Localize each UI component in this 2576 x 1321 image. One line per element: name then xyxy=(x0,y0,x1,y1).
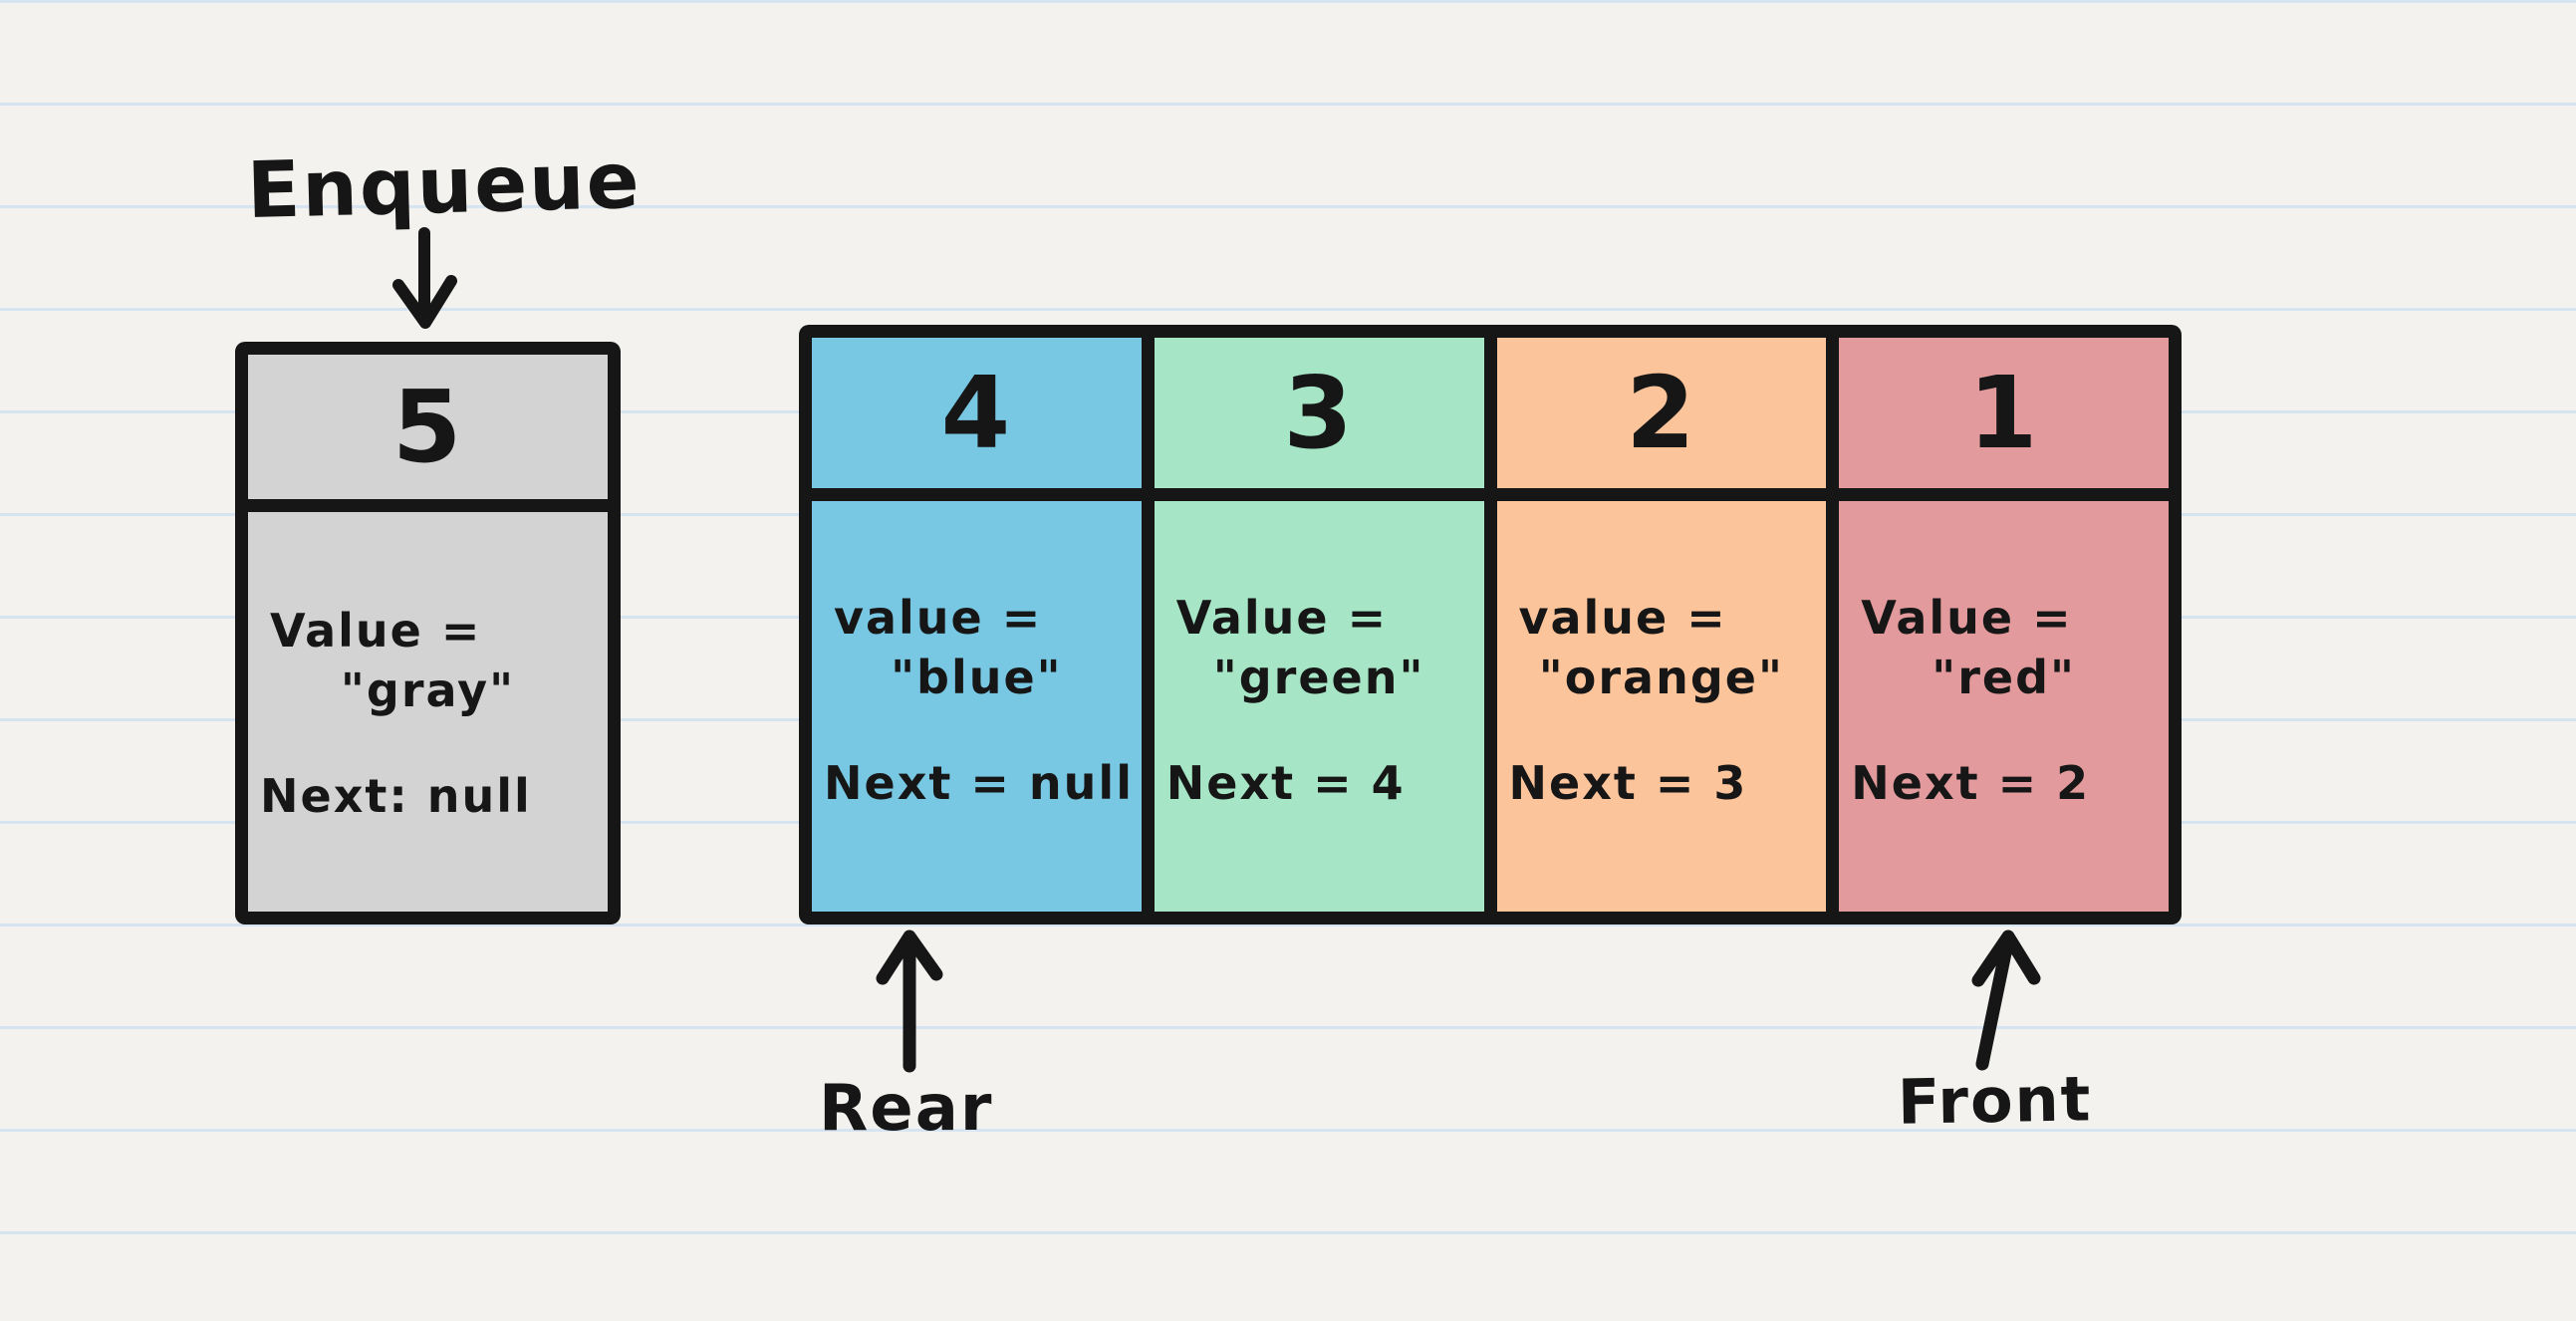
front-label: Front xyxy=(1897,1062,2093,1139)
queue-cell-1-value-quoted: "red" xyxy=(1932,650,2076,704)
enqueue-node-next-line: Next: null xyxy=(260,768,532,823)
rear-label: Rear xyxy=(819,1072,994,1146)
enqueue-node-value-quoted: "gray" xyxy=(340,662,516,717)
enqueue-node-body: Value = "gray" Next: null xyxy=(248,512,608,912)
queue-cell-2-value-line: value = xyxy=(1518,591,1727,645)
queue-cell-2: 2 value = "orange" Next = 3 xyxy=(1483,338,1827,912)
enqueue-node-value-line: Value = xyxy=(270,604,482,658)
queue-cell-4-body: value = "blue" Next = null xyxy=(812,501,1142,912)
queue-cell-2-next-line: Next = 3 xyxy=(1508,755,1748,810)
queue-cell-3-value-line: Value = xyxy=(1175,591,1389,645)
rear-up-arrow-icon xyxy=(876,929,943,1073)
queue-cell-4-next-line: Next = null xyxy=(824,755,1134,810)
queue-cell-1: 1 Value = "red" Next = 2 xyxy=(1826,338,2169,912)
queue-cell-3-body: Value = "green" Next = 4 xyxy=(1155,501,1484,912)
queue-cell-1-next-line: Next = 2 xyxy=(1851,755,2091,810)
queue-cell-3: 3 Value = "green" Next = 4 xyxy=(1141,338,1484,912)
enqueue-node-box: 5 Value = "gray" Next: null xyxy=(235,342,621,925)
queue-cell-3-index: 3 xyxy=(1154,338,1484,501)
queue-cell-3-value-quoted: "green" xyxy=(1212,650,1425,704)
enqueue-label: Enqueue xyxy=(245,135,643,237)
queue-cell-4-index: 4 xyxy=(812,338,1142,501)
enqueue-down-arrow-icon xyxy=(392,227,457,329)
enqueue-node-index: 5 xyxy=(248,355,608,512)
queue-cell-2-value-quoted: "orange" xyxy=(1538,650,1784,704)
queue-cell-2-index: 2 xyxy=(1496,338,1827,501)
queue-cell-1-index: 1 xyxy=(1839,338,2169,501)
queue-table: 4 value = "blue" Next = null 3 Value = "… xyxy=(799,325,2182,925)
queue-cell-2-body: value = "orange" Next = 3 xyxy=(1497,501,1827,912)
queue-cell-4-value-quoted: "blue" xyxy=(891,650,1063,704)
queue-cell-1-value-line: Value = xyxy=(1861,591,2073,645)
front-up-arrow-icon xyxy=(1971,929,2041,1071)
queue-cell-4-value-line: value = xyxy=(834,591,1043,645)
queue-cell-3-next-line: Next = 4 xyxy=(1165,755,1406,810)
queue-cell-4: 4 value = "blue" Next = null xyxy=(812,338,1142,912)
queue-cell-1-body: Value = "red" Next = 2 xyxy=(1839,501,2169,912)
